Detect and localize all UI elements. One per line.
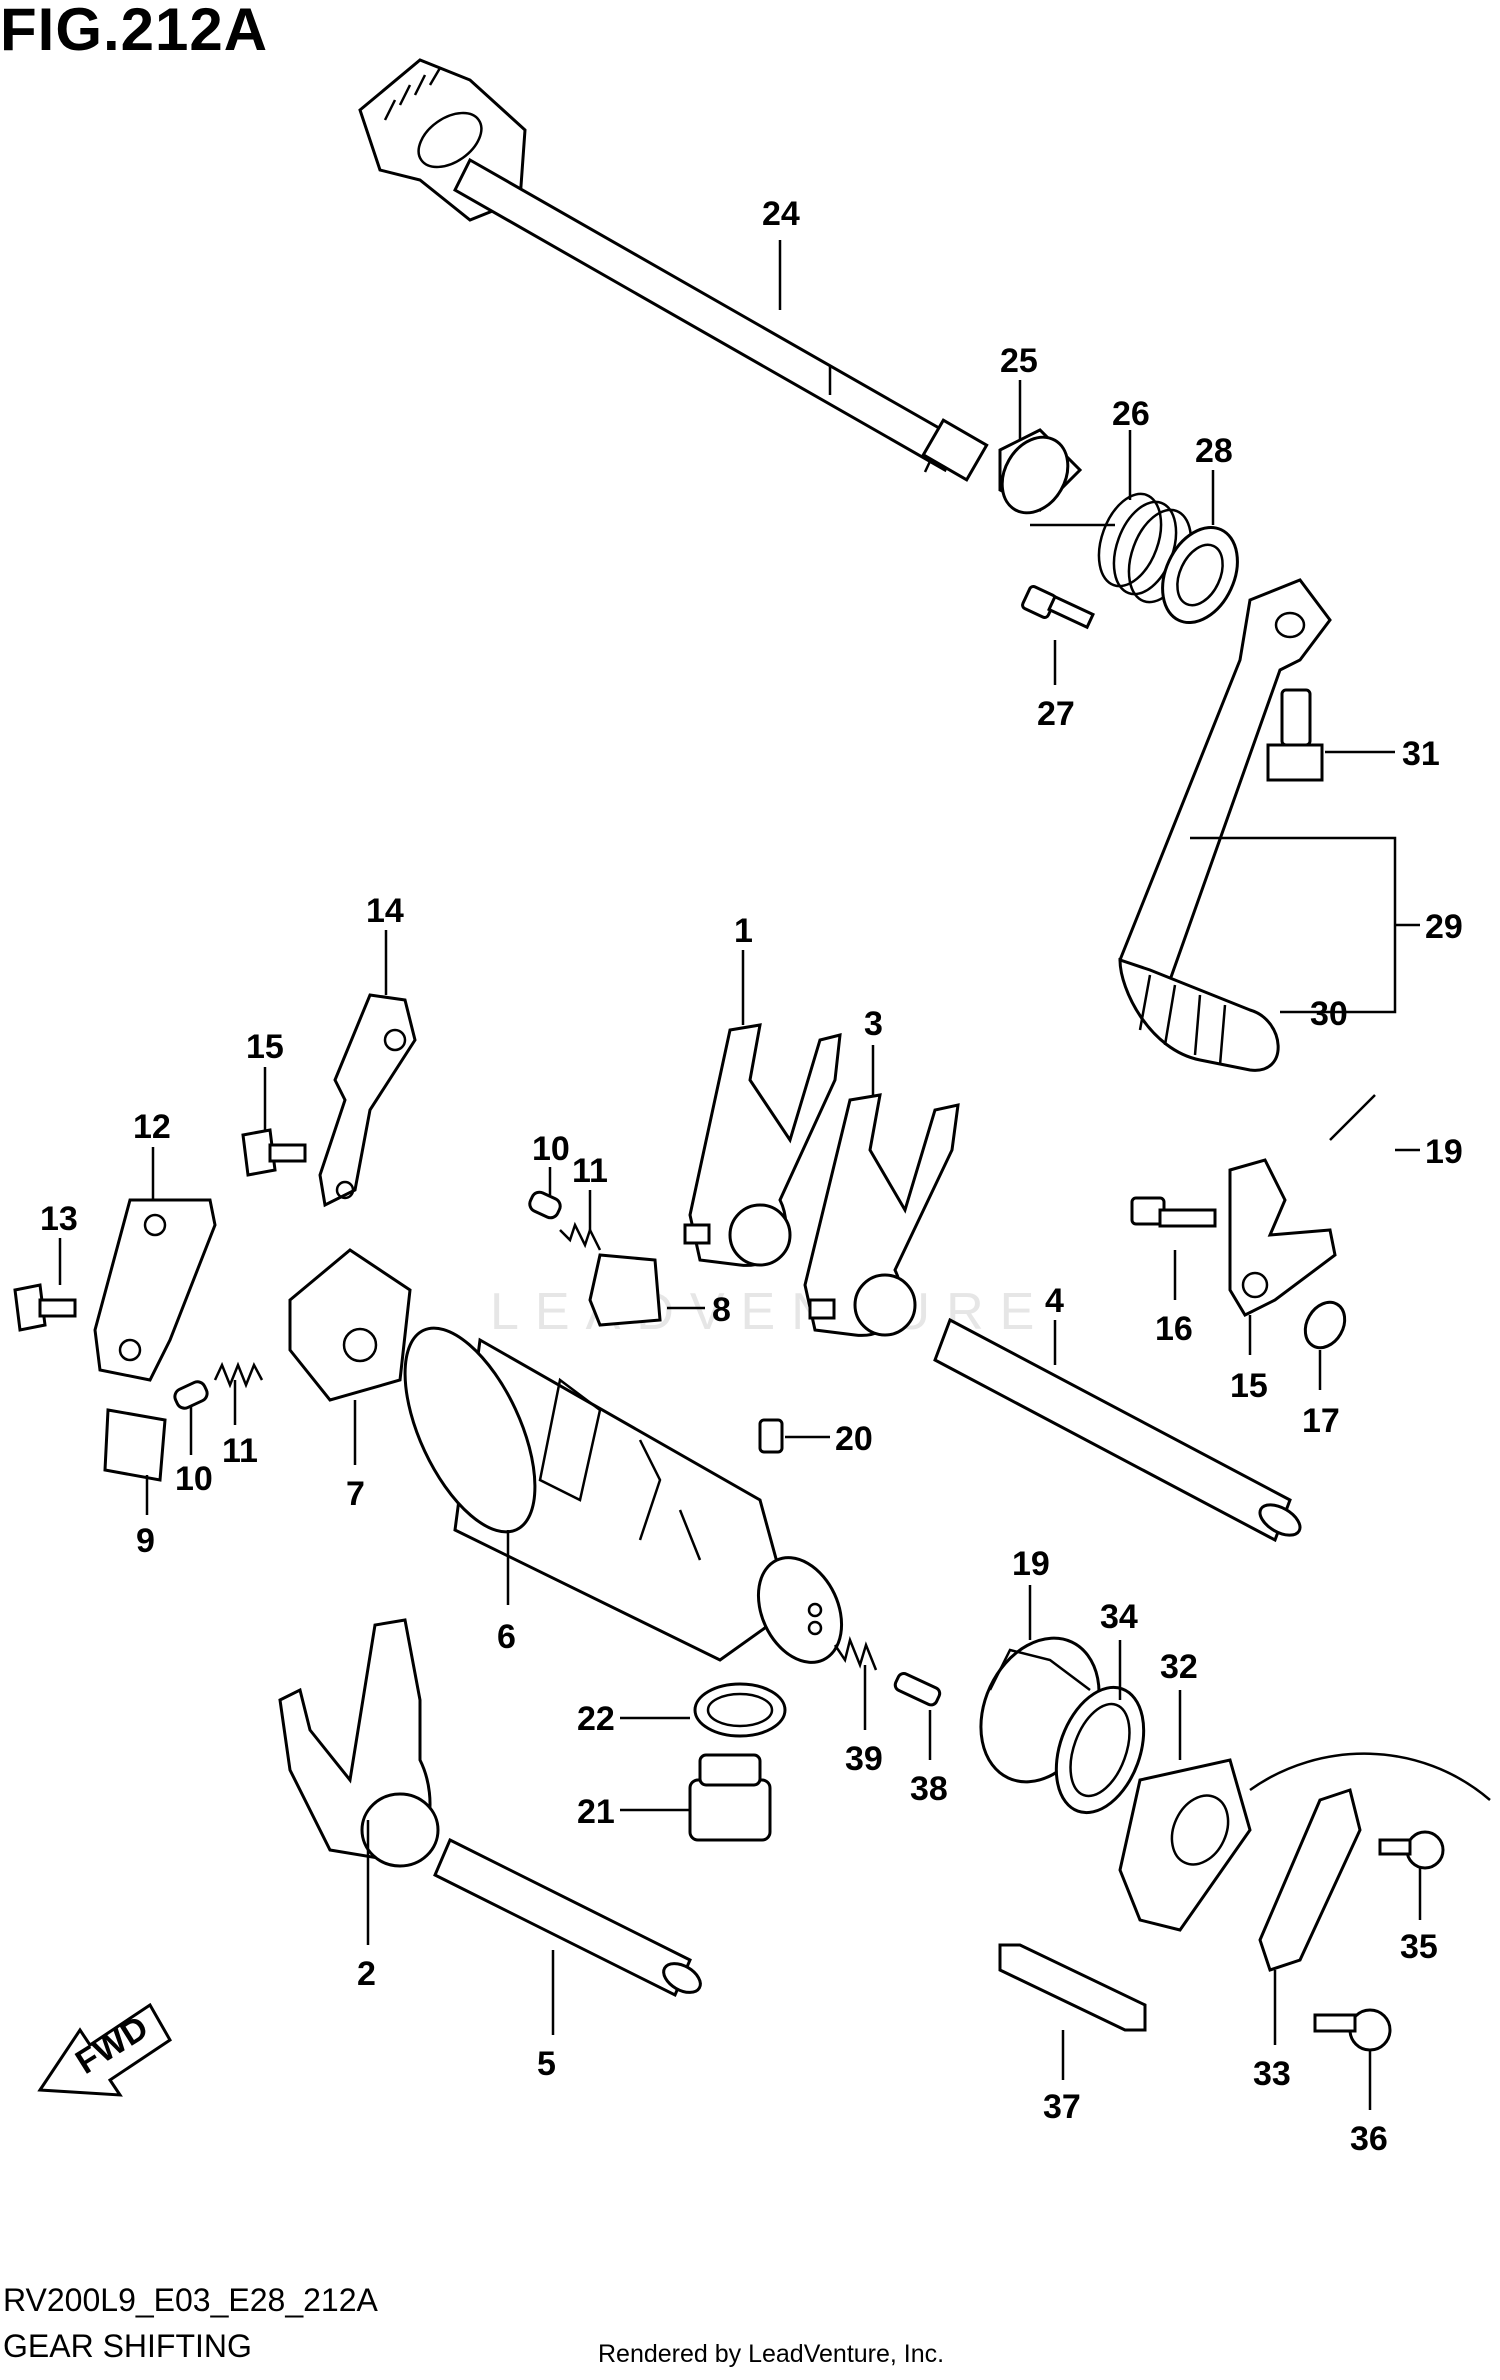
part-bracket-33 xyxy=(1258,1788,1362,1972)
callout-10a: 10 xyxy=(532,1130,570,1168)
part-shift-fork-3 xyxy=(803,1093,960,1337)
callout-3: 3 xyxy=(864,1005,883,1043)
callout-32: 32 xyxy=(1160,1648,1198,1686)
callout-24: 24 xyxy=(762,195,800,233)
callout-33: 33 xyxy=(1253,2055,1291,2093)
part-pin-21 xyxy=(758,1418,784,1454)
part-bolt-17 xyxy=(1130,1196,1217,1228)
part-pin-10a xyxy=(528,1190,562,1220)
part-stopper-arm-16 xyxy=(1228,1158,1337,1317)
part-screw-35 xyxy=(1378,1830,1445,1870)
callout-1: 1 xyxy=(734,912,753,950)
callout-35: 35 xyxy=(1400,1928,1438,1966)
part-pin-10b xyxy=(173,1380,209,1410)
callout-34: 34 xyxy=(1100,1598,1138,1636)
part-washer-18 xyxy=(1303,1300,1347,1350)
callout-9: 9 xyxy=(136,1522,155,1560)
part-screw-36 xyxy=(1313,2008,1392,2052)
part-spring-39 xyxy=(833,1635,878,1671)
figure-title: FIG.212A xyxy=(0,0,269,63)
part-stopper-plate-12 xyxy=(93,1198,217,1382)
part-pawl-8 xyxy=(588,1253,662,1327)
part-screw-13 xyxy=(13,1283,77,1332)
callout-17: 16 xyxy=(1155,1310,1193,1348)
callout-27: 27 xyxy=(1037,695,1075,733)
callout-28: 28 xyxy=(1195,432,1233,470)
callout-22: 21 xyxy=(577,1793,615,1831)
part-shift-fork-2 xyxy=(278,1618,440,1868)
part-spring-11a xyxy=(559,1221,602,1251)
part-gasket-23 xyxy=(693,1682,787,1738)
part-fork-shaft-4 xyxy=(933,1317,1302,1543)
callout-labels: 24 25 26 28 27 31 29 30 19 1 3 4 8 10 11… xyxy=(40,195,1463,2158)
callout-4: 4 xyxy=(1045,1282,1064,1320)
callout-15: 15 xyxy=(246,1028,284,1066)
leader-lines xyxy=(58,240,1422,2110)
callout-7: 7 xyxy=(346,1475,365,1513)
figure-code: RV200L9_E03_E28_212A xyxy=(3,2282,378,2318)
callout-39: 39 xyxy=(845,1740,883,1778)
part-shift-shaft xyxy=(358,58,989,482)
part-screw-15 xyxy=(241,1128,307,1177)
callout-36: 36 xyxy=(1350,2120,1388,2158)
part-bolt-27 xyxy=(1021,585,1095,630)
callout-21: 20 xyxy=(835,1420,873,1458)
callout-31: 31 xyxy=(1402,735,1440,773)
part-pawl-9 xyxy=(103,1408,167,1482)
part-gearshift-cam xyxy=(403,1326,844,1664)
fwd-arrow-icon: FWD xyxy=(37,2002,172,2097)
callout-19: 19 xyxy=(1425,1133,1463,1171)
callout-37: 37 xyxy=(1043,2088,1081,2126)
callout-18: 17 xyxy=(1302,1402,1340,1440)
callout-25: 25 xyxy=(1000,342,1038,380)
part-clamp-37 xyxy=(998,1943,1147,2032)
callout-29: 29 xyxy=(1425,908,1463,946)
part-spring-19 xyxy=(1329,1094,1376,1141)
callout-13: 13 xyxy=(40,1200,78,1238)
callout-2: 2 xyxy=(357,1955,376,1993)
watermark: LEADVENTURE xyxy=(490,1283,1051,1341)
callout-14: 14 xyxy=(366,892,404,930)
part-spring-11b xyxy=(213,1361,264,1389)
part-bolt-31 xyxy=(1266,688,1324,782)
part-plug-22 xyxy=(688,1753,772,1842)
callout-16: 15 xyxy=(1230,1367,1268,1405)
part-position-switch-32 xyxy=(1118,1752,1491,1932)
part-bearing-34 xyxy=(1054,1685,1146,1815)
part-cam-plate xyxy=(288,1248,412,1402)
callout-11b: 11 xyxy=(222,1432,258,1470)
callout-8: 8 xyxy=(712,1291,731,1329)
callout-38: 38 xyxy=(910,1770,948,1808)
callout-6: 6 xyxy=(497,1618,516,1656)
callout-26: 26 xyxy=(1112,395,1150,433)
part-shift-fork-1 xyxy=(683,1023,842,1267)
callout-23: 22 xyxy=(577,1700,615,1738)
rendered-by: Rendered by LeadVenture, Inc. xyxy=(598,2340,945,2368)
part-lever-14 xyxy=(318,993,417,1208)
part-oil-seal xyxy=(1161,525,1239,625)
callout-30: 30 xyxy=(1310,995,1348,1033)
part-fork-shaft-5 xyxy=(433,1837,702,1998)
part-gearshift-lever xyxy=(1118,578,1332,1072)
part-bushing xyxy=(998,428,1083,515)
callout-5: 5 xyxy=(537,2045,556,2083)
part-pin-38 xyxy=(893,1672,942,1707)
callout-20: 19 xyxy=(1012,1545,1050,1583)
callout-11a: 11 xyxy=(572,1152,608,1190)
figure-name: GEAR SHIFTING xyxy=(3,2328,252,2364)
callout-12: 12 xyxy=(133,1108,171,1146)
callout-10b: 10 xyxy=(175,1460,213,1498)
